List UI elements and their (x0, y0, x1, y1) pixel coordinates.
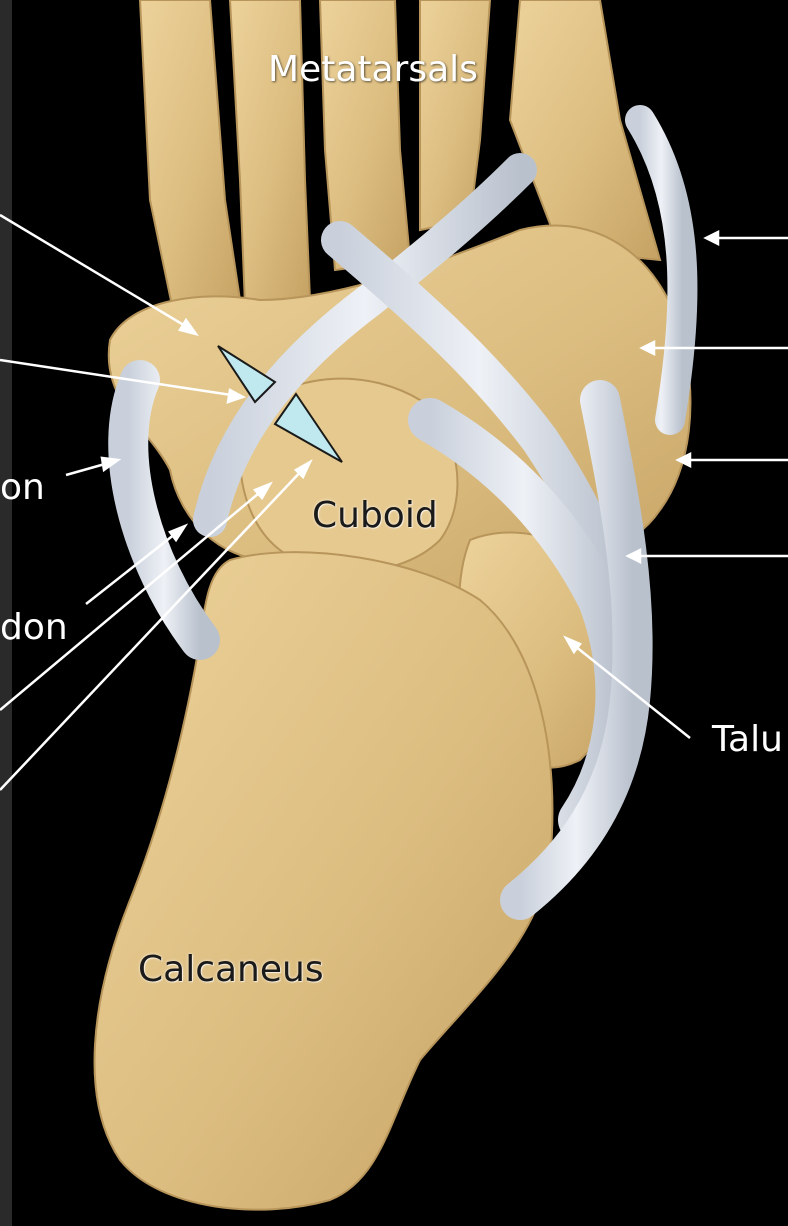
label-left-tendon-2: don (0, 610, 68, 646)
calcaneus-bone (95, 552, 553, 1210)
label-metatarsals: Metatarsals (268, 52, 478, 88)
label-left-tendon-1: on (0, 470, 45, 506)
label-calcaneus: Calcaneus (138, 952, 324, 988)
label-talus: Talu (712, 722, 783, 758)
label-cuboid: Cuboid (312, 498, 438, 534)
